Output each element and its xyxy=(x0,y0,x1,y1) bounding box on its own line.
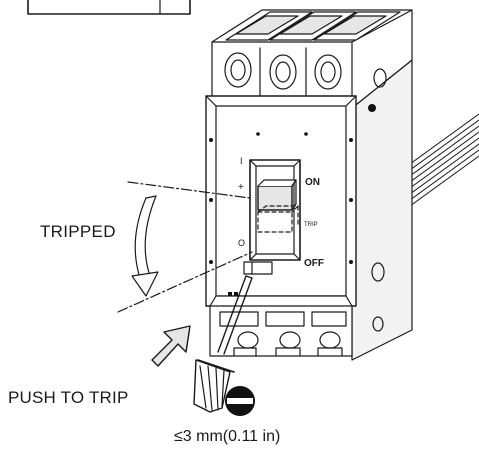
push-arrow xyxy=(151,325,191,367)
on-symbol: I xyxy=(240,156,243,166)
terminal-screws xyxy=(224,47,387,105)
tripped-guide xyxy=(117,181,253,313)
handle-tripped-position xyxy=(257,205,299,233)
bottom-marking xyxy=(228,292,238,296)
breaker-body xyxy=(205,9,413,361)
tripped-label: TRIPPED xyxy=(40,222,116,241)
plus-symbol: + xyxy=(238,182,244,193)
screwdriver xyxy=(193,275,253,413)
screwdriver-spec-label: ≤3 mm(0.11 in) xyxy=(174,428,281,445)
on-label: ON xyxy=(305,177,320,188)
header-table-fragment xyxy=(27,0,191,15)
faceplate-screws xyxy=(209,104,376,264)
off-label: OFF xyxy=(304,258,324,269)
terminal-slots xyxy=(225,11,401,41)
push-to-trip-label: PUSH TO TRIP xyxy=(8,388,129,407)
side-screws xyxy=(371,262,385,332)
trip-label: TRIP xyxy=(304,222,318,228)
off-symbol: O xyxy=(238,238,246,248)
lower-terminals xyxy=(219,311,347,357)
trip-slot xyxy=(243,261,273,275)
slotted-screw-icon xyxy=(225,386,255,416)
